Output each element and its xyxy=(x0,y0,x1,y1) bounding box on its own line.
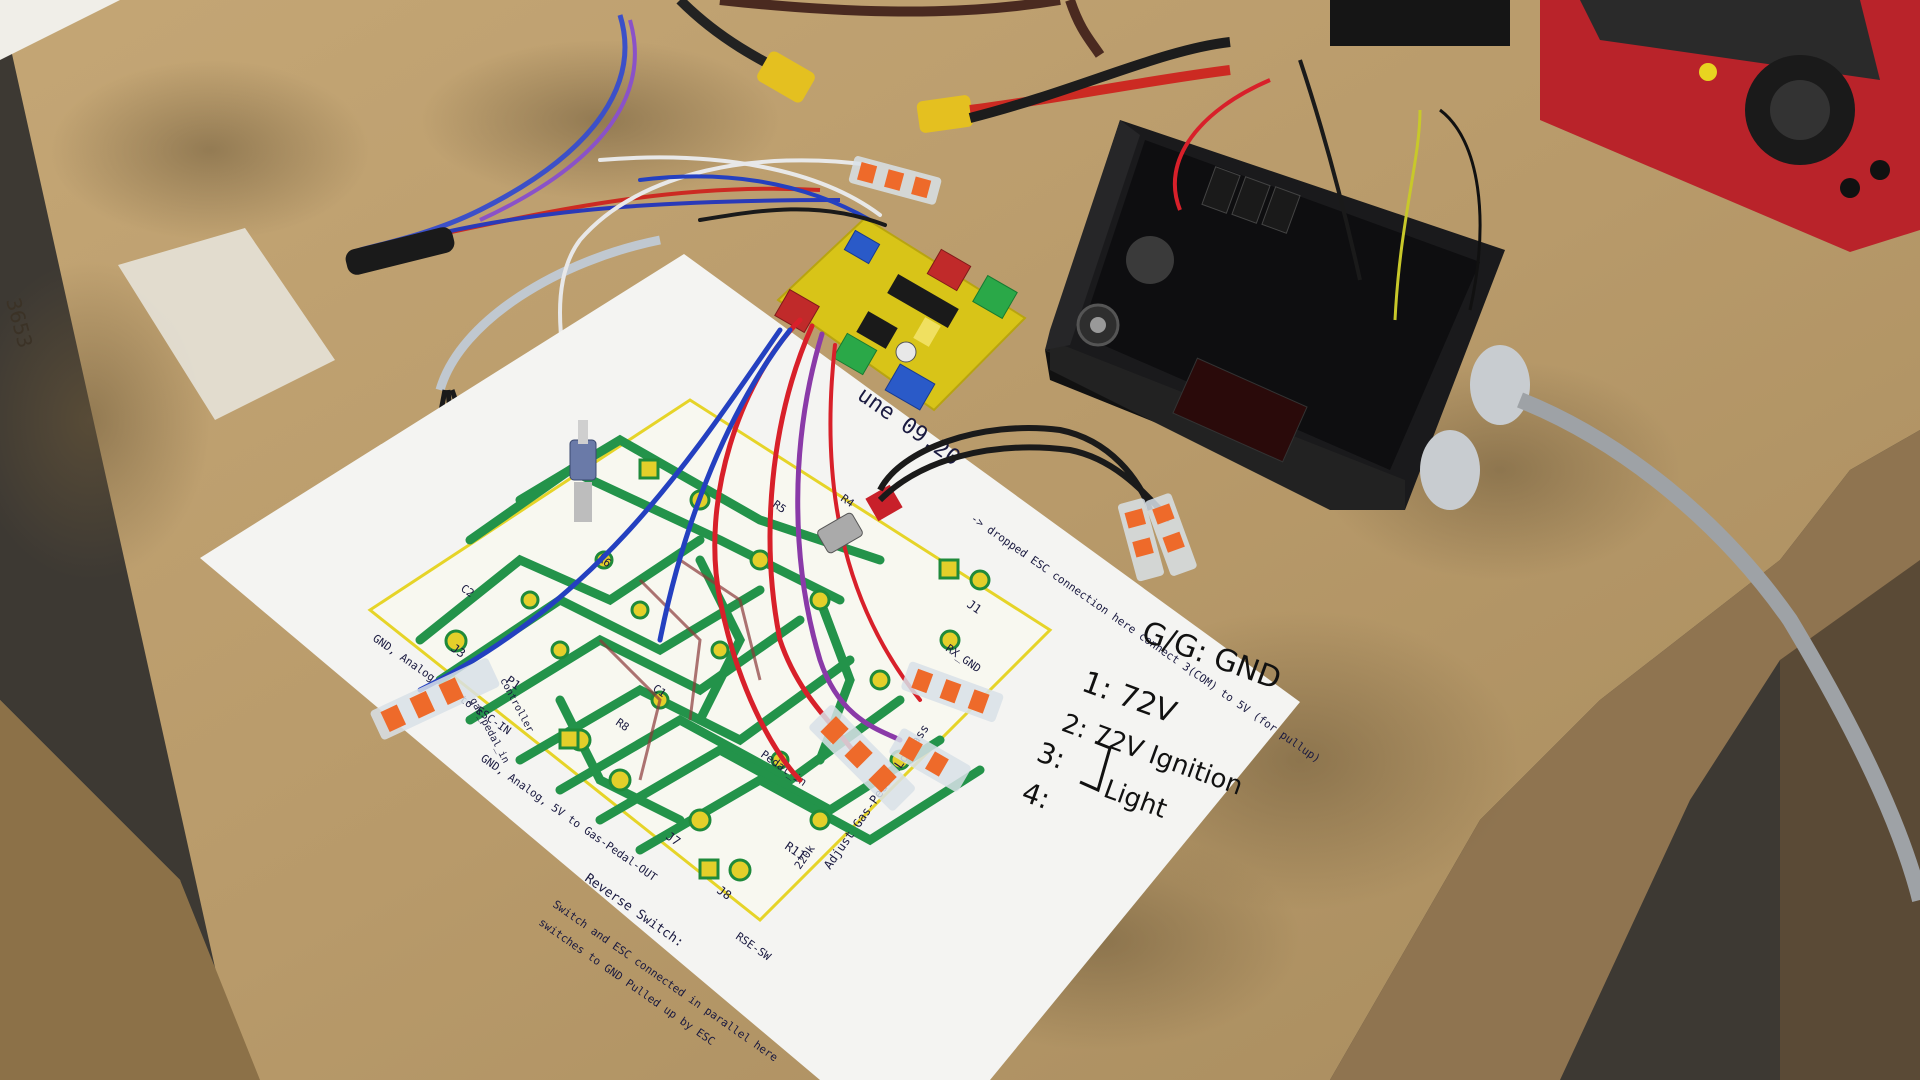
enclosure-cavity xyxy=(1080,140,1480,470)
wago-connectors xyxy=(370,156,1197,811)
table-edge-left xyxy=(0,700,260,1080)
wago-connector xyxy=(1145,493,1197,576)
cable-gland xyxy=(1420,430,1480,510)
print-r6: R6 xyxy=(595,552,613,570)
pcb-square-pads xyxy=(558,458,960,880)
toggle-switch-left xyxy=(569,420,597,522)
switch-heatshrink xyxy=(865,484,903,522)
terminal-block-red xyxy=(774,288,820,334)
xt60-connector xyxy=(757,51,815,103)
paper-corner-top-left xyxy=(0,0,120,60)
wago-connector xyxy=(889,728,971,792)
terminal-block-green xyxy=(832,332,878,376)
probe-socket xyxy=(1840,178,1860,198)
multimeter xyxy=(1540,0,1920,252)
wago-connector xyxy=(901,661,1004,722)
print-r5: R5 xyxy=(770,498,788,516)
pcb-backside-traces xyxy=(598,558,762,781)
terminal-block-blue xyxy=(884,363,936,411)
stain xyxy=(0,260,210,580)
print-p1: P1 xyxy=(503,673,523,693)
black-enclosure xyxy=(1045,59,1920,902)
loose-wires-left xyxy=(345,14,871,401)
switch-body xyxy=(817,512,863,554)
wago-connector xyxy=(1117,498,1164,582)
multimeter-button-icon xyxy=(1699,63,1717,81)
probe-socket xyxy=(1870,160,1890,180)
cable-gland xyxy=(1470,345,1530,425)
switch-thread xyxy=(574,482,592,522)
print-c2: C2 xyxy=(458,582,476,600)
switch-lever xyxy=(578,420,588,444)
toggle-switch-right xyxy=(817,425,1173,554)
fuse-holder xyxy=(1126,236,1174,284)
pcb-board xyxy=(776,216,1027,412)
print-j1: J1 xyxy=(964,597,984,617)
print-r8: R8 xyxy=(613,716,631,734)
grey-cable xyxy=(1517,392,1920,902)
switch-body xyxy=(569,439,597,481)
black-device-top xyxy=(1330,0,1510,46)
wago-connector xyxy=(809,705,915,811)
print-j7: J7 xyxy=(663,829,683,849)
terminal-block-green xyxy=(972,274,1018,320)
rocker-switches xyxy=(1201,166,1301,234)
xt60-connector xyxy=(916,95,974,133)
print-j3: J3 xyxy=(448,641,468,661)
stain xyxy=(50,60,370,240)
prototype-board xyxy=(774,216,1027,412)
terminal-block-blue xyxy=(843,229,881,265)
potentiometer-icon xyxy=(895,341,917,363)
print-c1: C1 xyxy=(650,682,668,700)
print-j8: J8 xyxy=(714,883,734,903)
ic-chip xyxy=(887,273,959,329)
wago-connector xyxy=(848,156,942,205)
terminal-block-red xyxy=(926,248,972,292)
heatshrink-connector xyxy=(345,227,455,275)
wago-connector xyxy=(370,658,500,740)
paper-label-patch xyxy=(118,228,335,420)
capacitor xyxy=(913,317,941,347)
xt60-cables xyxy=(676,0,1231,133)
led-display xyxy=(1172,357,1308,463)
ic-chip xyxy=(856,311,898,349)
handwriting-bracket xyxy=(1079,740,1112,793)
